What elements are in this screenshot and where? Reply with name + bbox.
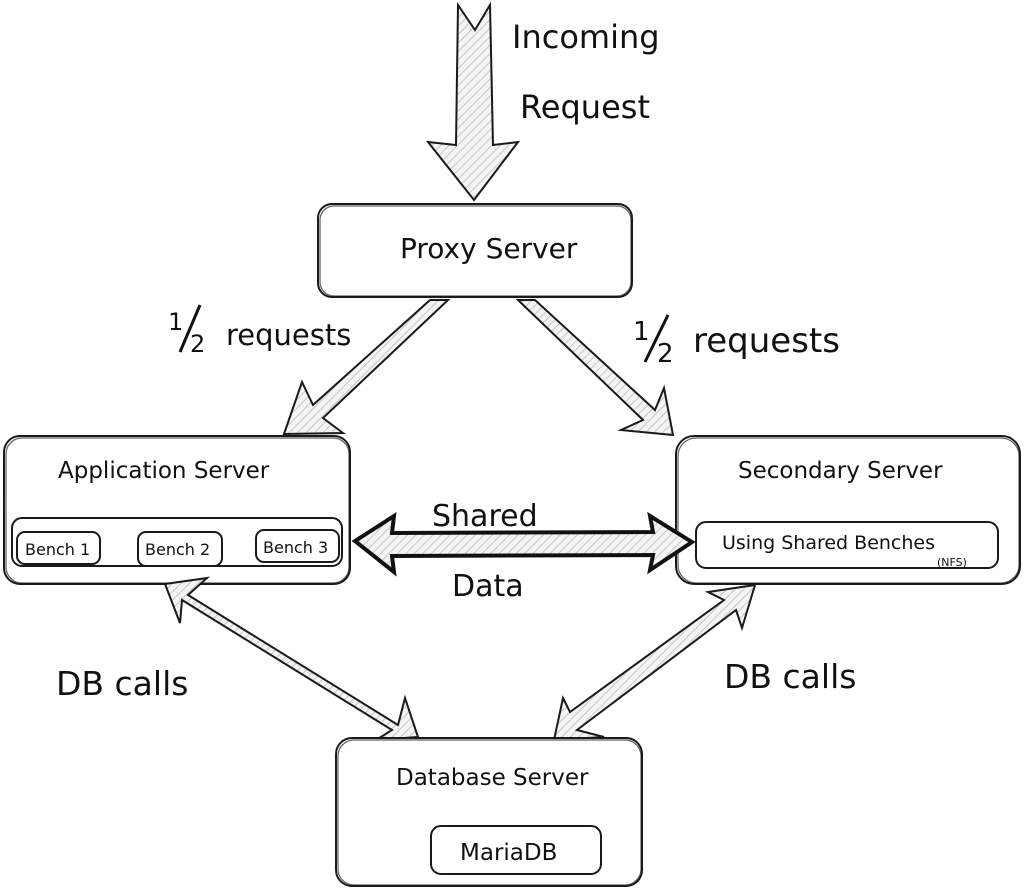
- split-text: requests: [693, 321, 840, 361]
- bench-3-label: Bench 3: [263, 538, 328, 557]
- application-server-title: Application Server: [58, 458, 270, 484]
- incoming-label-line2: Request: [520, 88, 650, 126]
- shared-data-arrow: [351, 511, 696, 577]
- proxy-server-title: Proxy Server: [400, 232, 578, 265]
- shared-data-label-line2: Data: [452, 569, 524, 604]
- fraction-numerator: 1: [633, 317, 650, 347]
- db-calls-arrow-left: [163, 576, 420, 741]
- mariadb-label: MariaDB: [460, 840, 557, 866]
- nfs-note: (NFS): [937, 556, 967, 569]
- shared-benches-label: Using Shared Benches: [722, 532, 935, 554]
- mariadb-box: MariaDB: [430, 825, 602, 875]
- fraction-denominator: 2: [657, 339, 674, 369]
- bench-2: Bench 2: [137, 531, 223, 567]
- db-calls-label-left: DB calls: [56, 664, 188, 703]
- database-server-title: Database Server: [396, 765, 589, 791]
- bench-2-label: Bench 2: [145, 540, 210, 559]
- fraction-slash: [643, 314, 670, 363]
- proxy-server-box: [317, 203, 633, 298]
- fraction-slash: [178, 304, 202, 353]
- db-calls-label-right: DB calls: [724, 657, 856, 696]
- shared-benches-box: [695, 521, 999, 569]
- bench-1: Bench 1: [16, 531, 101, 565]
- shared-data-label-line1: Shared: [432, 499, 538, 534]
- incoming-request-arrow: [425, 1, 521, 202]
- bench-3: Bench 3: [255, 529, 340, 563]
- secondary-server-title: Secondary Server: [738, 458, 943, 484]
- fraction-numerator: 1: [168, 308, 183, 336]
- split-arrow-right: [515, 299, 675, 437]
- bench-1-label: Bench 1: [25, 540, 90, 559]
- fraction-denominator: 2: [190, 330, 205, 358]
- split-label-left: 1 2 requests: [168, 304, 351, 358]
- split-text: requests: [226, 318, 351, 352]
- split-arrow-left: [282, 299, 451, 436]
- split-label-right: 1 2 requests: [633, 314, 840, 369]
- incoming-label-line1: Incoming: [512, 18, 660, 56]
